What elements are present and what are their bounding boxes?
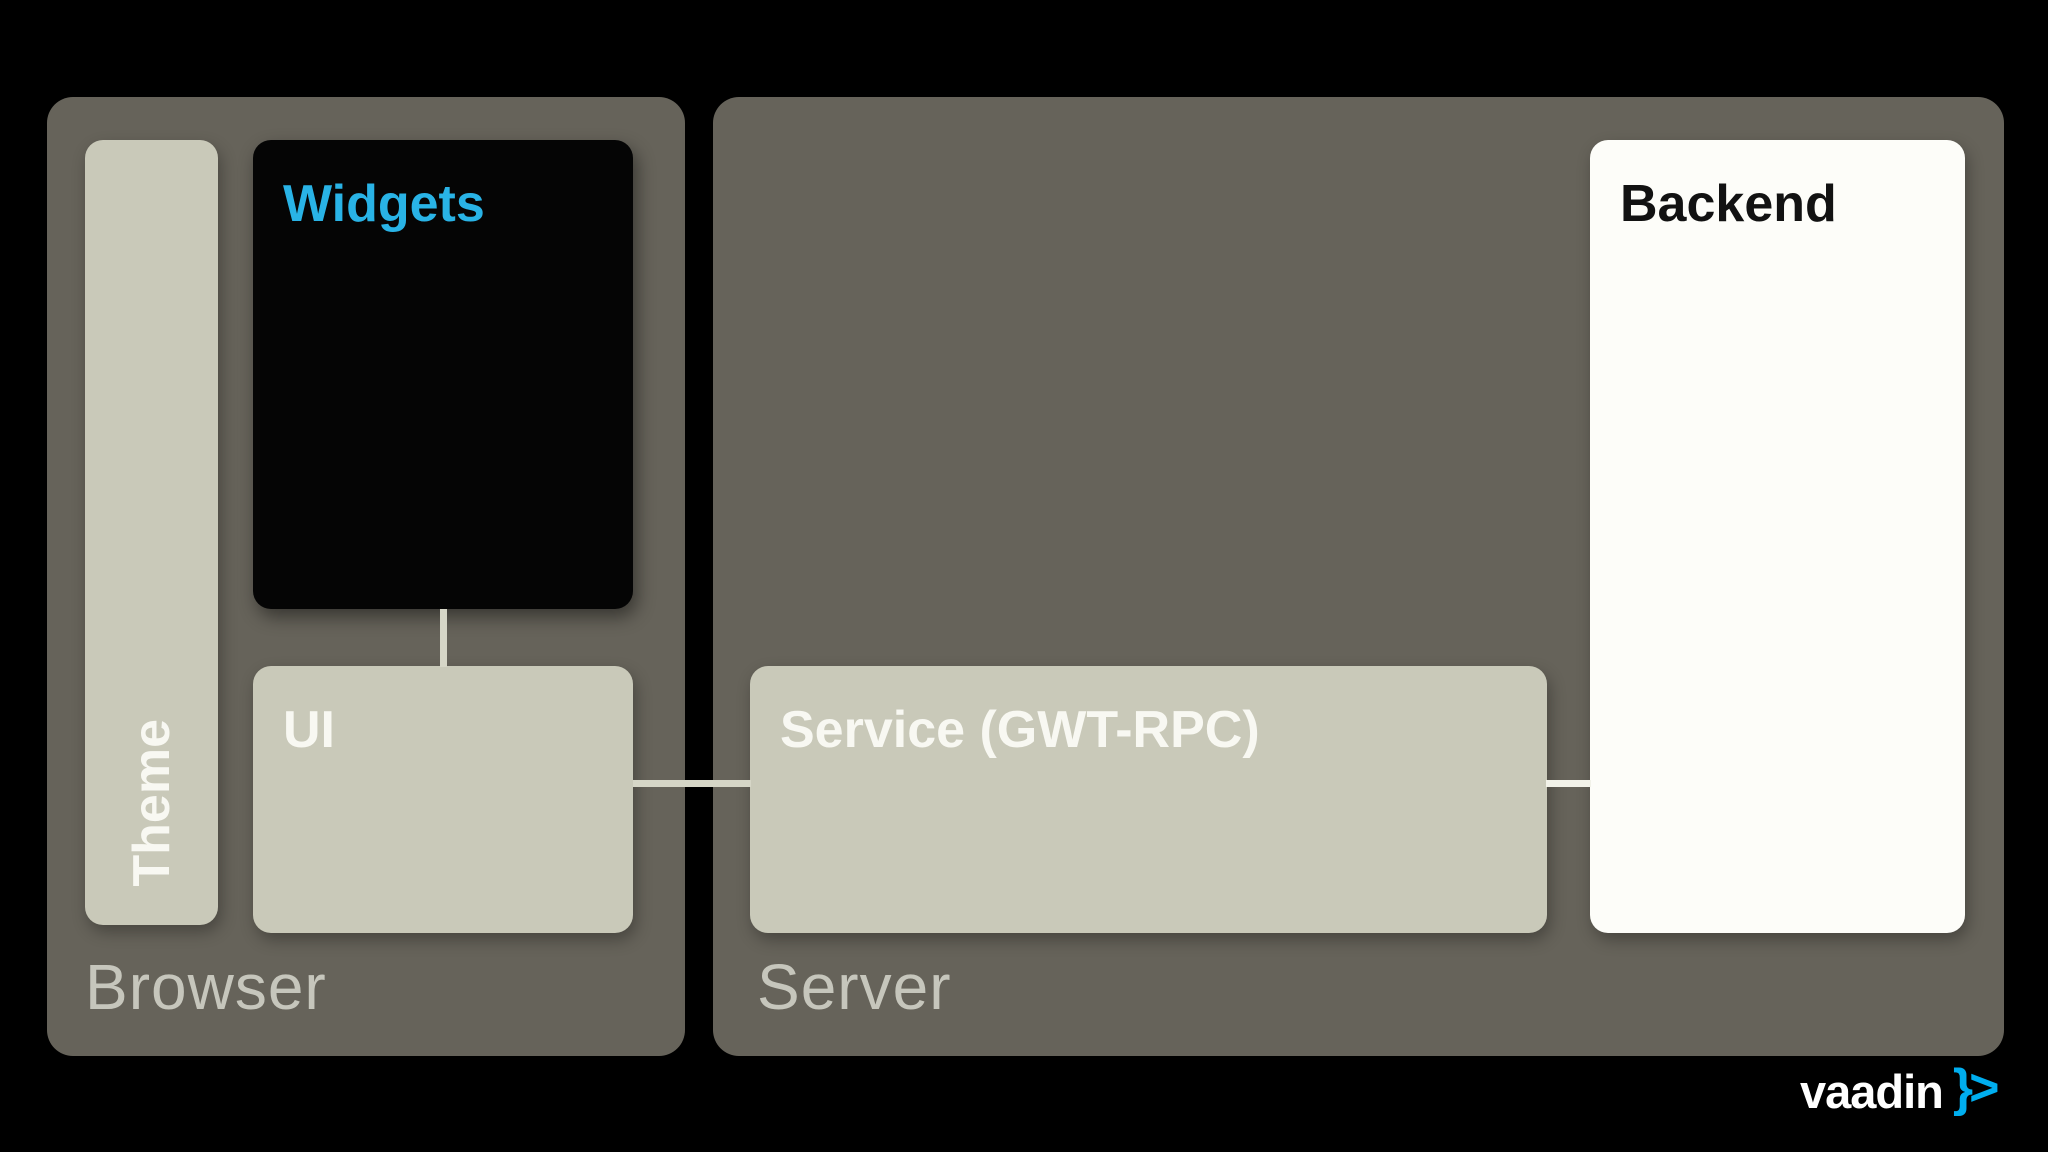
vaadin-logo: vaadin }> <box>1800 1059 2000 1118</box>
vaadin-logo-icon: }> <box>1952 1059 2000 1117</box>
vaadin-wordmark: vaadin <box>1800 1065 1944 1118</box>
service-label: Service (GWT-RPC) <box>780 701 1260 759</box>
server-container: Service (GWT-RPC) Backend Server <box>713 97 2004 1056</box>
backend-label: Backend <box>1620 175 1837 233</box>
ui-label: UI <box>283 701 335 759</box>
widgets-label: Widgets <box>283 175 485 233</box>
connector-widgets-ui <box>440 609 447 667</box>
connector-service-backend <box>1546 780 1591 787</box>
browser-container: Theme Widgets UI Browser <box>47 97 685 1056</box>
theme-label: Theme <box>122 719 181 887</box>
ui-box: UI <box>253 666 633 933</box>
service-box: Service (GWT-RPC) <box>750 666 1547 933</box>
backend-box: Backend <box>1590 140 1965 933</box>
theme-box: Theme <box>85 140 218 925</box>
browser-container-label: Browser <box>85 951 327 1023</box>
connector-ui-service <box>633 780 751 787</box>
widgets-box: Widgets <box>253 140 633 609</box>
server-container-label: Server <box>757 951 952 1023</box>
